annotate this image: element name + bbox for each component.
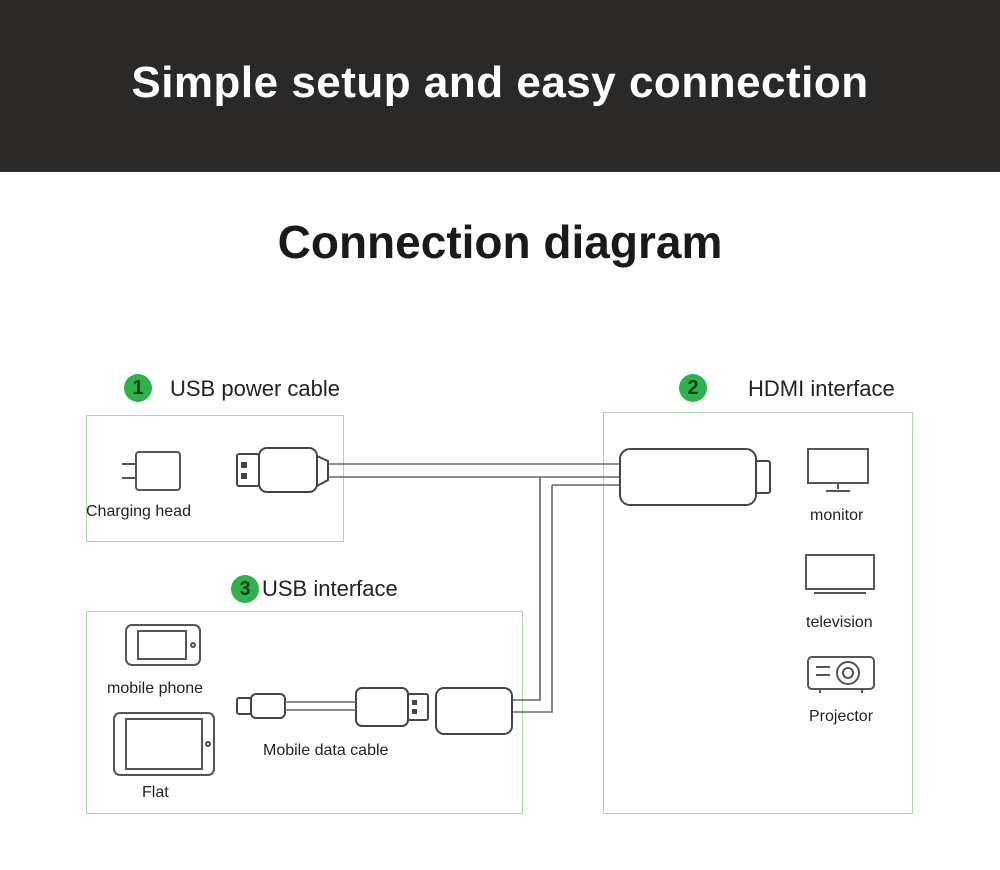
section-3-label: USB interface: [262, 576, 398, 601]
data-plug-pin-2: [412, 709, 417, 714]
tablet-icon: [113, 712, 215, 776]
usb-power-section-box: [86, 415, 344, 542]
section-2-badge: 2: [679, 374, 707, 402]
mobile-data-cable-label: Mobile data cable: [263, 742, 389, 759]
mobile-phone-label: mobile phone: [107, 680, 204, 697]
television-icon: [805, 554, 875, 594]
usb-a-plug-neck: [316, 454, 329, 488]
usb-cable-line-outer: [512, 477, 541, 701]
usb-a-plug-body: [258, 447, 318, 493]
hdmi-connector-tip: [755, 460, 771, 494]
data-cable-line: [285, 701, 356, 711]
projector-label: Projector: [809, 708, 874, 725]
flat-label: Flat: [142, 784, 169, 801]
usb-a-data-plug-body: [355, 687, 409, 727]
television-label: television: [806, 614, 873, 631]
micro-usb-body: [250, 693, 286, 719]
section-1-badge: 1: [124, 374, 152, 402]
data-plug-pin-1: [412, 700, 417, 705]
section-2-label: HDMI interface: [748, 376, 895, 401]
micro-usb-tip: [236, 697, 252, 715]
usb-plug-pin-2: [241, 473, 247, 479]
mobile-phone-icon: [125, 624, 201, 666]
usb-cable-line-inner: [512, 484, 620, 713]
usb-plug-pin-1: [241, 462, 247, 468]
hdmi-section-box: [603, 412, 913, 814]
charging-head-icon: [122, 451, 181, 491]
section-3-badge: 3: [231, 575, 259, 603]
usb-female-adapter: [435, 687, 513, 735]
section-1-label: USB power cable: [170, 376, 340, 401]
monitor-icon: [807, 448, 869, 492]
monitor-label: monitor: [810, 507, 864, 524]
usb-a-data-plug-tip: [407, 693, 429, 721]
banner-title: Simple setup and easy connection: [131, 58, 869, 107]
top-banner: Simple setup and easy connection: [0, 0, 1000, 172]
projector-icon: [807, 656, 875, 693]
diagram-title: Connection diagram: [277, 216, 723, 268]
hdmi-connector-body: [619, 448, 757, 506]
charging-head-label: Charging head: [86, 503, 191, 520]
usb-a-plug-tip: [236, 453, 260, 487]
